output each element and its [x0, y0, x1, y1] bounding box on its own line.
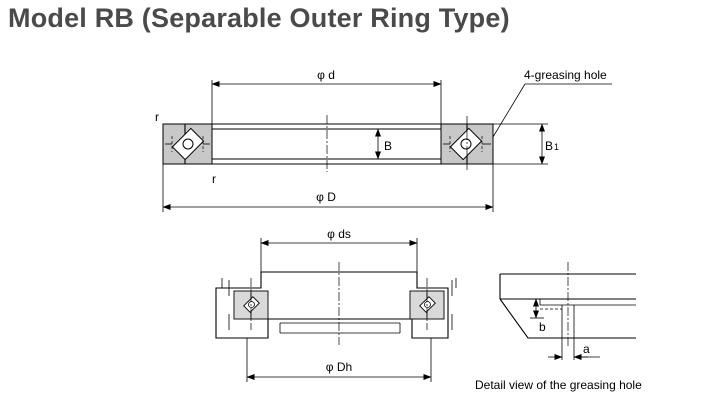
phi-d-label: φ d [317, 68, 335, 82]
right-ring-section [440, 116, 494, 170]
assembly-view: φ ds φ Dh [215, 227, 457, 382]
greasing-hole-detail: b a [499, 262, 636, 360]
page-title: Model RB (Separable Outer Ring Type) [8, 3, 510, 33]
greasing-hole-label: 4-greasing hole [524, 68, 607, 82]
phi-ds-label: φ ds [327, 227, 351, 241]
B-label: B [384, 139, 392, 153]
detail-caption: Detail view of the greasing hole [475, 378, 642, 392]
greasing-hole-leader [492, 83, 526, 138]
phi-D-label: φ D [316, 190, 336, 204]
r-label-bottom: r [212, 172, 216, 186]
b-label: b [539, 320, 546, 334]
B1-label: B1 [545, 139, 559, 153]
r-label-top: r [155, 110, 159, 124]
a-label: a [583, 342, 590, 356]
left-ring-section [162, 123, 213, 165]
top-section-view: φ d φ D [155, 68, 612, 212]
phi-Dh-label: φ Dh [326, 360, 352, 374]
